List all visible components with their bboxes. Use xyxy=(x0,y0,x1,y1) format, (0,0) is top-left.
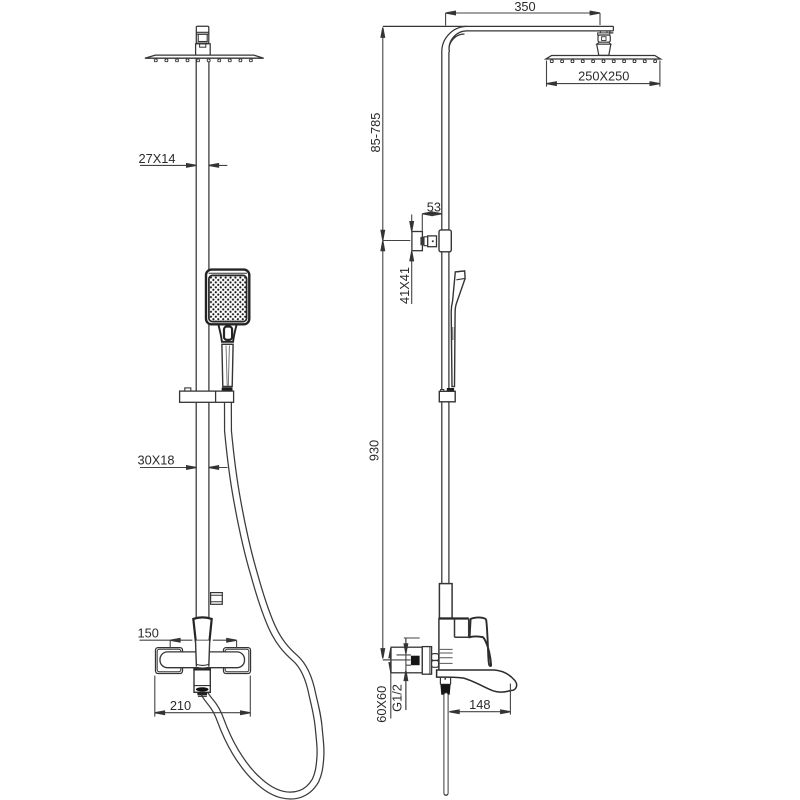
svg-text:150: 150 xyxy=(138,625,159,640)
svg-text:85-785: 85-785 xyxy=(368,113,383,153)
svg-text:27X14: 27X14 xyxy=(139,151,176,166)
svg-text:250X250: 250X250 xyxy=(578,68,629,83)
svg-text:148: 148 xyxy=(469,697,490,712)
svg-text:930: 930 xyxy=(367,440,382,461)
svg-text:41X41: 41X41 xyxy=(397,267,412,304)
svg-text:30X18: 30X18 xyxy=(138,452,175,467)
svg-text:350: 350 xyxy=(514,0,535,14)
svg-text:53: 53 xyxy=(427,200,441,215)
svg-text:G1/2: G1/2 xyxy=(390,684,405,712)
svg-text:60X60: 60X60 xyxy=(374,686,389,723)
svg-text:210: 210 xyxy=(170,698,191,713)
